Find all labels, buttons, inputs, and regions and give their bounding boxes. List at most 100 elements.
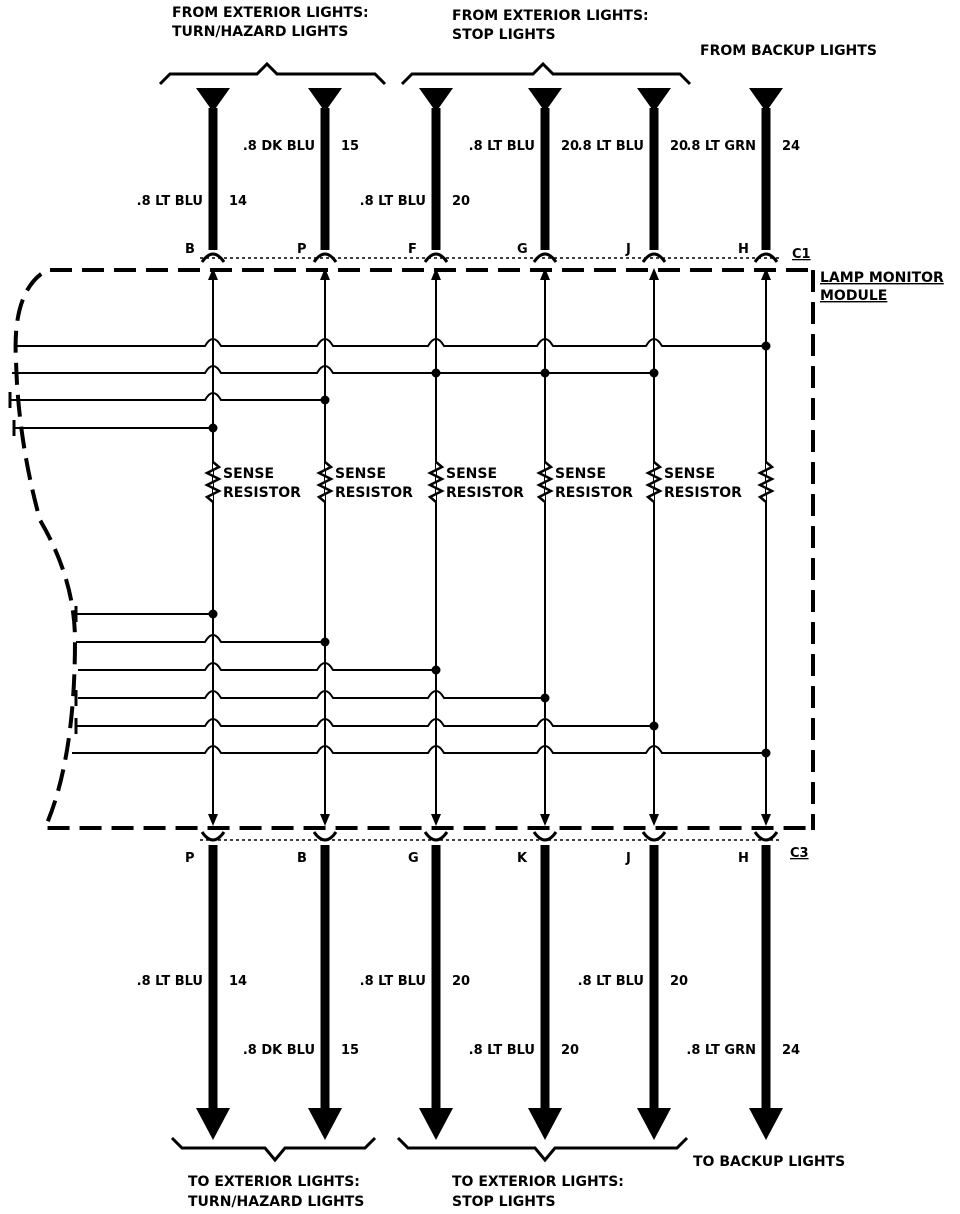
module-outline — [13, 268, 808, 830]
internal-arrow-up — [320, 268, 330, 280]
top-wire-circuit: 14 — [229, 194, 247, 209]
lower-bus-2-dot — [320, 637, 330, 647]
internal-arrow-up — [540, 268, 550, 280]
internal-arrow-down — [761, 814, 771, 826]
bottom-arrow-head — [196, 1108, 230, 1140]
bottom-connector-cup — [753, 831, 779, 842]
bottom-wire-circuit: 14 — [229, 974, 247, 989]
sense-resistor-symbol — [204, 461, 222, 503]
top-wire-color: .8 LT BLU — [469, 139, 535, 154]
bottom-arrow-head — [528, 1108, 562, 1140]
top-pin-label: G — [517, 242, 528, 257]
internal-arrow-up — [761, 268, 771, 280]
internal-bus-group — [8, 338, 771, 758]
internal-arrow-down — [208, 814, 218, 826]
module-name-line2: MODULE — [820, 288, 887, 304]
bottom-connector-cup — [312, 831, 338, 842]
lower-bus-4 — [78, 690, 545, 699]
connector-c3-label: C3 — [790, 846, 809, 861]
top-connector-cup — [312, 252, 338, 263]
top-connector-cup — [641, 252, 667, 263]
sense-label: SENSE — [664, 466, 715, 482]
bottom-bracket-turn-hazard — [170, 1136, 377, 1163]
top-wire-color: .8 DK BLU — [243, 139, 315, 154]
internal-arrow-down — [649, 814, 659, 826]
bottom-wire-circuit: 24 — [782, 1043, 800, 1058]
upper-bus-backup — [16, 338, 766, 347]
lower-bus-6-dot — [761, 748, 771, 758]
header-stop-line2: STOP LIGHTS — [452, 27, 556, 43]
bottom-wire-circuit: 20 — [452, 974, 470, 989]
footer-stop-line1: TO EXTERIOR LIGHTS: — [452, 1174, 624, 1190]
connector-c1-label: C1 — [792, 247, 811, 262]
bottom-wire-color: .8 LT BLU — [578, 974, 644, 989]
bottom-connector-cup — [532, 831, 558, 842]
top-wire-circuit: 24 — [782, 139, 800, 154]
bottom-arrow-head — [419, 1108, 453, 1140]
footer-turn-hazard-line1: TO EXTERIOR LIGHTS: — [188, 1174, 360, 1190]
upper-bus-stop-dot — [431, 368, 441, 378]
bottom-connector-cup — [641, 831, 667, 842]
top-wire-color: .8 LT BLU — [360, 194, 426, 209]
top-arrow-head — [528, 88, 562, 112]
bottom-wire-color: .8 LT BLU — [137, 974, 203, 989]
resistor-label: RESISTOR — [446, 485, 524, 501]
top-bracket-turn-hazard — [158, 61, 387, 86]
internal-arrow-up — [208, 268, 218, 280]
upper-bus-stop — [12, 365, 654, 374]
header-turn-hazard-line1: FROM EXTERIOR LIGHTS: — [172, 5, 369, 21]
top-pin-label: B — [185, 242, 195, 257]
top-arrow-head — [419, 88, 453, 112]
top-arrow-head — [196, 88, 230, 112]
bottom-pin-label: B — [297, 851, 307, 866]
bottom-wire-color: .8 DK BLU — [243, 1043, 315, 1058]
bottom-wire-circuit: 20 — [561, 1043, 579, 1058]
resistor-label: RESISTOR — [335, 485, 413, 501]
bottom-bracket-stop — [396, 1136, 689, 1163]
bottom-wire-color: .8 LT GRN — [686, 1043, 756, 1058]
upper-bus-stop-dot — [540, 368, 550, 378]
top-wire-color: .8 LT BLU — [137, 194, 203, 209]
internal-arrow-up — [649, 268, 659, 280]
lower-bus-3-dot — [431, 665, 441, 675]
internal-arrow-down — [540, 814, 550, 826]
bottom-pin-label: K — [517, 851, 528, 866]
sense-label: SENSE — [555, 466, 606, 482]
upper-bus-stop-dot — [649, 368, 659, 378]
sense-resistor-symbol — [645, 461, 663, 503]
lower-bus-5 — [76, 718, 654, 727]
sense-resistor-symbol — [427, 461, 445, 503]
top-wire-circuit: 20 — [452, 194, 470, 209]
header-stop-line1: FROM EXTERIOR LIGHTS: — [452, 8, 649, 24]
top-connector-cup — [532, 252, 558, 263]
top-wire-circuit: 20 — [670, 139, 688, 154]
upper-bus-dk-blu-dot — [320, 395, 330, 405]
sense-resistor-symbol — [757, 461, 775, 503]
internal-arrow-down — [320, 814, 330, 826]
sense-label: SENSE — [446, 466, 497, 482]
upper-bus-lt-blu-dot — [208, 423, 218, 433]
bottom-arrow-head — [749, 1108, 783, 1140]
top-pin-label: H — [738, 242, 749, 257]
bottom-pin-label: G — [408, 851, 419, 866]
bottom-arrow-head — [637, 1108, 671, 1140]
top-arrow-head — [308, 88, 342, 112]
bottom-connector-cup — [200, 831, 226, 842]
top-connector-cup — [200, 252, 226, 263]
bottom-wire-circuit: 20 — [670, 974, 688, 989]
lower-bus-6 — [72, 745, 766, 754]
bottom-arrow-head — [308, 1108, 342, 1140]
header-backup: FROM BACKUP LIGHTS — [700, 43, 877, 59]
lower-bus-1-dot — [208, 609, 218, 619]
bottom-pin-label: P — [185, 851, 195, 866]
lower-bus-3 — [78, 662, 436, 671]
internal-arrow-down — [431, 814, 441, 826]
